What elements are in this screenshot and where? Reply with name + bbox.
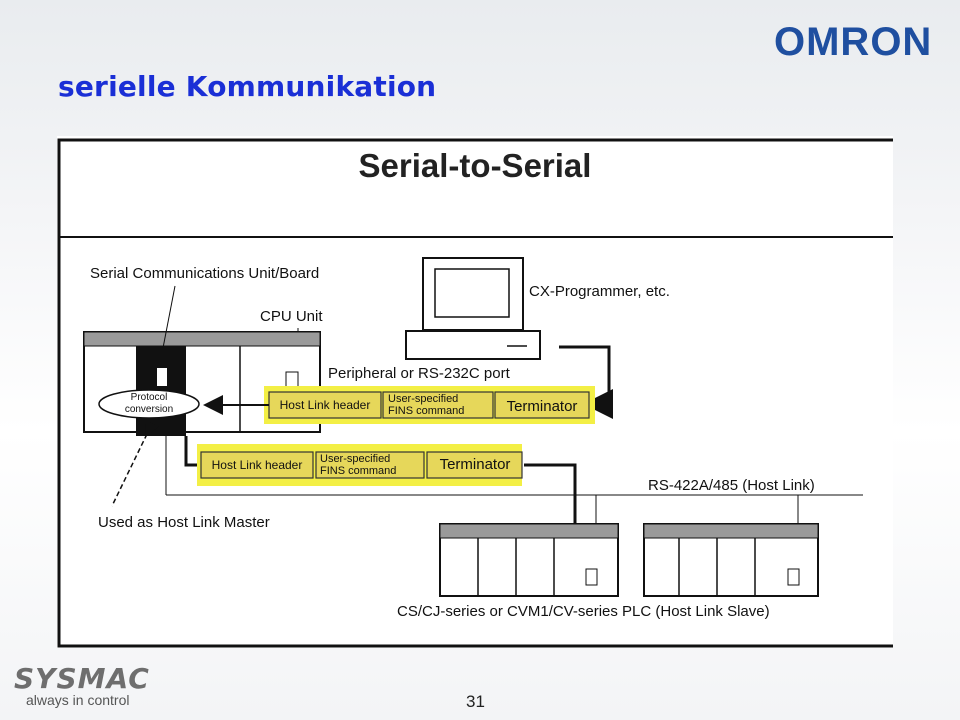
cpu-label: CPU Unit: [260, 308, 323, 325]
frame-bottom-fins-box: [315, 451, 425, 479]
serial-diagram-svg: Serial-to-Serial CX-Programmer, etc. Ser…: [57, 138, 893, 648]
sysmac-tagline: always in control: [26, 692, 130, 708]
computer-icon: [405, 257, 541, 360]
omron-logo: OMRON: [774, 20, 933, 64]
diagram: Serial-to-Serial CX-Programmer, etc. Ser…: [57, 136, 893, 648]
diagram-border: [57, 138, 893, 648]
frame-bottom-fins-1: User-specified: [320, 453, 390, 465]
frame-top-fins-box: [382, 391, 494, 419]
sysmac-logo: SYSMAC: [14, 662, 150, 695]
rs422-label: RS-422A/485 (Host Link): [648, 477, 815, 494]
frame-top-terminator: Terminator: [507, 398, 578, 415]
frame-bottom-terminator: Terminator: [440, 456, 511, 473]
scu-pointer: [162, 285, 176, 349]
protocol-label-1: Protocol: [131, 392, 168, 403]
master-label: Used as Host Link Master: [98, 514, 270, 531]
protocol-conversion-ellipse: [98, 389, 200, 419]
scu-label: Serial Communications Unit/Board: [90, 265, 319, 282]
frame-top-fins-2: FINS command: [388, 405, 464, 417]
frame-top-fins-1: User-specified: [388, 393, 458, 405]
protocol-label-2: conversion: [125, 404, 173, 415]
plc-rack-2: [643, 523, 819, 597]
frame-top-terminator-box: [494, 391, 590, 419]
rs232c-cable: [559, 345, 613, 419]
plc-label: CS/CJ-series or CVM1/CV-series PLC (Host…: [397, 603, 770, 620]
programmer-label: CX-Programmer, etc.: [529, 283, 670, 300]
page-number: 31: [466, 692, 485, 711]
scu-out-cable: [184, 436, 199, 467]
master-pointer: [111, 419, 159, 507]
frame-bottom-terminator-box: [426, 451, 523, 479]
frame-bottom-arrow: [524, 463, 590, 556]
frame-bottom: [197, 444, 523, 486]
diagram-heading: Serial-to-Serial: [359, 147, 592, 184]
plc-rack-1: [439, 523, 619, 597]
frame-bottom-header-box: [200, 451, 314, 479]
frame-bottom-fins-2: FINS command: [320, 465, 396, 477]
port-label: Peripheral or RS-232C port: [328, 365, 511, 382]
frame-top-header: Host Link header: [280, 398, 371, 412]
slide-title: serielle Kommunikation: [58, 70, 437, 103]
frame-top: [264, 386, 595, 424]
frame-top-header-box: [268, 391, 382, 419]
frame-bottom-header: Host Link header: [212, 458, 303, 472]
